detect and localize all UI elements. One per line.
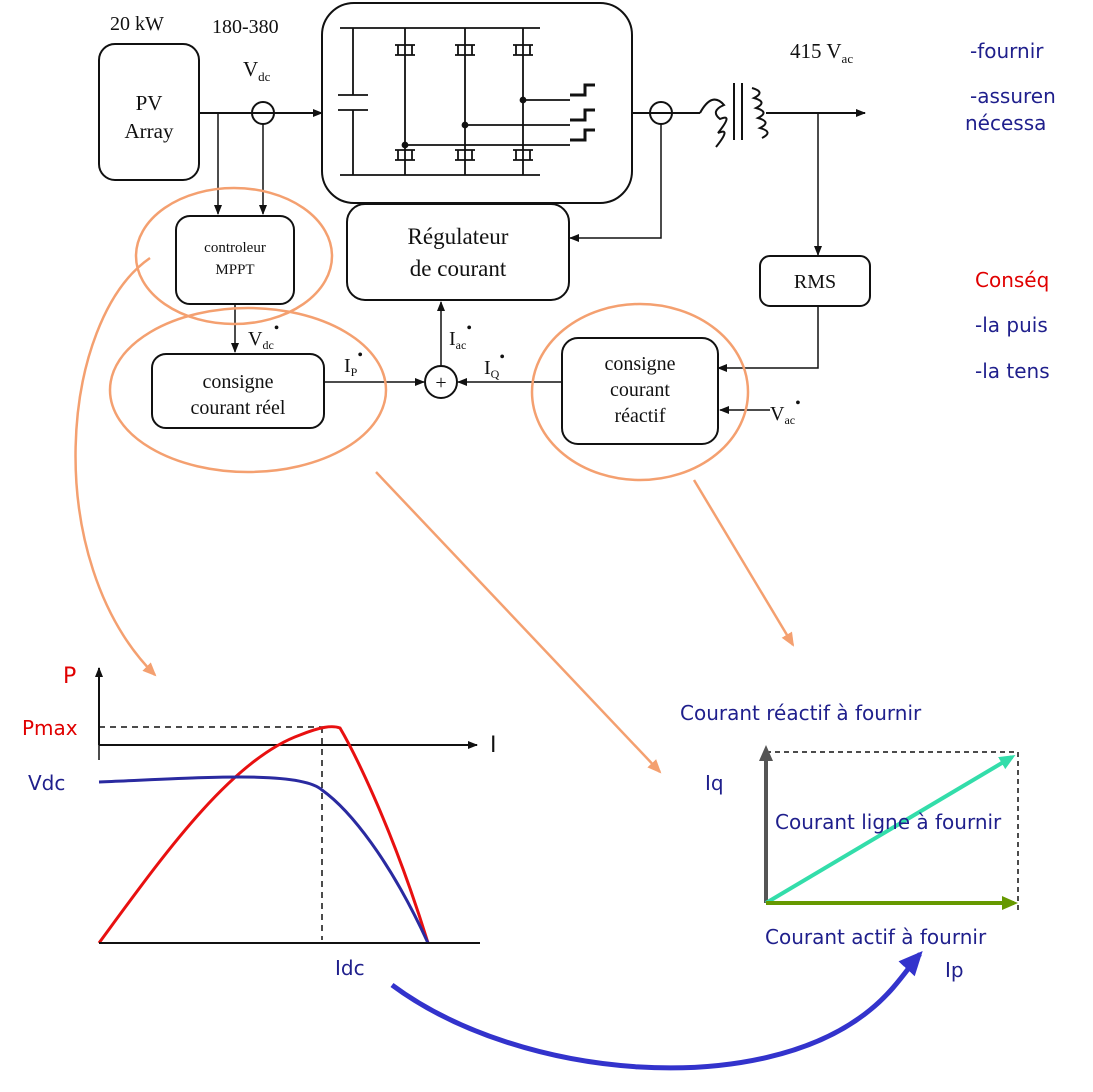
vector-diagram: Courant réactif à fournir Iq Courant lig… xyxy=(680,701,1019,982)
side-line3: -la puis xyxy=(975,313,1048,337)
reactive-setpoint-box xyxy=(561,337,719,445)
inverter-box xyxy=(321,2,633,204)
inverter-bridge xyxy=(338,27,595,176)
reactive-title: Courant réactif à fournir xyxy=(680,701,922,725)
mppt-label-line1: controleur xyxy=(204,240,266,256)
side-conseq: Conséq xyxy=(975,268,1049,292)
iq-label: IQ• xyxy=(484,349,505,381)
idc-to-ip-arrow xyxy=(390,951,923,1071)
real-to-vector-arrow xyxy=(375,471,662,774)
reactive-setpoint-line3: réactif xyxy=(614,405,665,427)
voltage-range-label: 180-380 xyxy=(212,16,279,38)
reactive-to-vector-arrow xyxy=(692,479,795,647)
rms-to-reactive-line xyxy=(717,306,819,372)
vac-ref-label: Vac• xyxy=(770,395,801,427)
real-setpoint-highlight xyxy=(108,306,388,474)
current-feedback-line xyxy=(569,124,662,242)
block-diagram: 20 kW 180-380 Vdc PV Array xyxy=(98,2,871,445)
reactive-setpoint-line1: consigne xyxy=(604,353,675,375)
highlights xyxy=(74,186,795,774)
vdc-curve-label: Vdc xyxy=(28,771,65,795)
regulator-label-line1: Régulateur xyxy=(408,224,509,249)
iac-ref-label: Iac• xyxy=(449,320,472,352)
curve-y-label: P xyxy=(63,664,76,689)
side-line2b: nécessa xyxy=(965,111,1046,135)
rms-label: RMS xyxy=(794,271,836,293)
iq-axis-label: Iq xyxy=(705,771,724,795)
vdc-label: Vdc xyxy=(243,57,271,84)
power-curve xyxy=(97,725,430,944)
mppt-to-curve-arrow xyxy=(74,256,157,677)
pv-label-line1: PV xyxy=(136,91,163,115)
voltage-curve xyxy=(98,775,430,944)
line-current-label: Courant ligne à fournir xyxy=(775,810,1002,834)
real-setpoint-line1: consigne xyxy=(202,371,273,393)
mppt-label-line2: MPPT xyxy=(215,262,254,278)
mppt-box xyxy=(175,215,295,305)
side-notes: -fournir -assuren nécessa Conséq -la pui… xyxy=(965,39,1056,383)
vdc-ref-label: Vdc• xyxy=(248,320,279,352)
reactive-setpoint-highlight xyxy=(530,302,750,482)
reactive-setpoint-line2: courant xyxy=(610,379,670,401)
pmax-label: Pmax xyxy=(22,716,78,740)
regulator-box xyxy=(346,203,570,301)
side-line4: -la tens xyxy=(975,359,1050,383)
regulator-label-line2: de courant xyxy=(410,256,507,281)
line-current-vector xyxy=(764,754,1016,905)
pv-curve-plot: P I Pmax Vdc Idc xyxy=(22,664,497,980)
rms-box xyxy=(759,255,871,307)
sum-symbol: + xyxy=(435,372,446,394)
vac-label: 415 Vac xyxy=(790,39,853,66)
idc-label: Idc xyxy=(335,956,365,980)
ip-label: IP• xyxy=(344,347,363,379)
mppt-highlight xyxy=(134,186,334,326)
real-setpoint-box xyxy=(151,353,325,429)
pv-label-line2: Array xyxy=(125,119,174,143)
power-label: 20 kW xyxy=(110,13,164,35)
side-line1: -fournir xyxy=(970,39,1044,63)
active-current-label: Courant actif à fournir xyxy=(765,925,987,949)
ip-axis-label: Ip xyxy=(945,958,964,982)
curve-x-label: I xyxy=(490,733,497,758)
real-setpoint-line2: courant réel xyxy=(191,397,286,419)
side-line2a: -assuren xyxy=(970,84,1056,108)
transformer xyxy=(699,83,769,148)
